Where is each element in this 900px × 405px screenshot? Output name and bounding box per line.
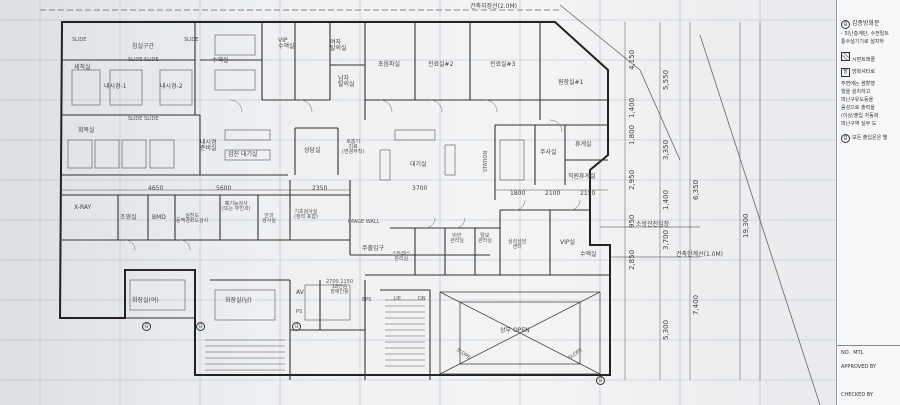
room-ps: PS bbox=[296, 309, 303, 315]
legend-note-3: 주변에는 샘할행 bbox=[841, 81, 875, 87]
room-breath-test: 호흡기 치료 (변경부착) bbox=[342, 139, 365, 155]
room-toilet-female: 화장실(여) bbox=[132, 297, 159, 304]
building-limit-label: 건축한계선(1.0M) bbox=[676, 251, 724, 258]
legend-checked: CHECKED BY bbox=[841, 392, 873, 398]
legend-note-7: (이상/출입 자동화 bbox=[841, 113, 879, 119]
dim-v-13: 7,400 bbox=[692, 294, 700, 315]
stair-dn: DN bbox=[418, 296, 426, 302]
building-line-label: 건축지정선(2.0M) bbox=[470, 3, 518, 10]
legend-no: NO. MTL bbox=[841, 350, 864, 356]
dim-h-6: 2100 bbox=[545, 190, 561, 197]
room-ecg: 심전도 동맥경화도검사 bbox=[176, 213, 209, 224]
dim-v-7: 6,350 bbox=[692, 179, 700, 200]
fire-entrance-label: 소방관진입창 bbox=[636, 221, 670, 228]
room-bmd: BMD bbox=[152, 214, 166, 221]
dim-h-2: 5600 bbox=[216, 185, 232, 192]
room-endo-2: 내시경-2 bbox=[160, 83, 183, 90]
room-lung: 폐기능검사 (또는 부인과) bbox=[222, 201, 251, 212]
elevator: 2700 1150 18인승 장애인용 bbox=[326, 279, 354, 295]
door-slide-pair-2: SLIDE SLIDE bbox=[128, 116, 159, 122]
room-infusion-top: 수액실 bbox=[212, 57, 229, 64]
legend-hatch: 시편트래클 bbox=[841, 52, 875, 63]
room-male-changing: 남자 탈의실 bbox=[338, 75, 355, 88]
dim-h-4: 3700 bbox=[412, 185, 428, 192]
fire-door-symbol-4: 갑 bbox=[596, 376, 607, 385]
room-av: AV bbox=[296, 289, 304, 296]
room-vip-infusion: VIP 수액실 bbox=[278, 37, 295, 50]
room-injection: 주사실 bbox=[540, 149, 557, 156]
dim-v-1: 4,150 bbox=[628, 49, 636, 70]
legend-approved: APPROVED BY bbox=[841, 364, 877, 370]
dim-v-2: 5,550 bbox=[662, 69, 670, 90]
dim-v-5: 3,350 bbox=[662, 139, 670, 160]
room-exam-wait: 검진 대기실 bbox=[228, 151, 258, 158]
fire-door-symbol-3: 갑 bbox=[292, 322, 303, 331]
room-obesity: 비만 관리실 bbox=[450, 233, 464, 244]
fire-door-symbol-1: 갑 bbox=[142, 322, 153, 331]
room-contrast: 조영실 bbox=[120, 214, 137, 221]
dim-v-9: 19,300 bbox=[742, 213, 750, 239]
room-xray: X-RAY bbox=[74, 204, 92, 211]
image-wall: IMAGE WALL bbox=[348, 219, 380, 225]
dim-v-6: 2,950 bbox=[628, 169, 636, 190]
dim-v-11: 3,700 bbox=[662, 229, 670, 250]
room-stress: 스트레스 관리실 bbox=[392, 251, 411, 262]
dim-v-14: 5,300 bbox=[662, 319, 670, 340]
dim-v-3: 1,400 bbox=[628, 97, 636, 118]
legend-note-1: - 피난층계단, 수전탈트 bbox=[841, 31, 889, 37]
room-director-1: 원장실#1 bbox=[558, 79, 584, 86]
dim-h-1: 4650 bbox=[148, 185, 164, 192]
room-waiting: 대기실 bbox=[410, 161, 427, 168]
legend-note-4: 행을 설치하고 bbox=[841, 89, 871, 95]
door-slide-1: SLIDE bbox=[72, 37, 87, 43]
room-consult: 상담실 bbox=[304, 147, 321, 154]
stair-up: UP bbox=[394, 296, 401, 302]
room-endo-wait: 내시경 준비실 bbox=[200, 139, 217, 152]
dim-h-5: 1800 bbox=[510, 190, 526, 197]
room-basic: 기초검사실 (청력 포함) bbox=[294, 209, 318, 220]
room-eps: EPS bbox=[362, 297, 372, 303]
dim-h-7: 2150 bbox=[580, 190, 596, 197]
room-endo-1: 내시경-1 bbox=[104, 83, 127, 90]
room-station: STATION bbox=[483, 150, 489, 172]
dim-v-12: 2,850 bbox=[628, 249, 636, 270]
dim-v-4: 1,800 bbox=[628, 124, 636, 145]
room-toilet-male: 화장실(남) bbox=[225, 297, 252, 304]
room-sleeping: 침실구간 bbox=[132, 43, 155, 50]
fire-door-symbol-2: 갑 bbox=[196, 322, 207, 331]
legend-note-5: 피난구유도등을 bbox=[841, 97, 874, 103]
dim-v-10: 950 bbox=[628, 214, 636, 228]
void-open: 상부 OPEN bbox=[500, 327, 530, 334]
legend-note-2: 통수설기기로 설치하 bbox=[841, 39, 884, 45]
legend-note-8: 피난구역 실무 도 bbox=[841, 121, 877, 127]
room-staff-lounge: 직원휴게실 bbox=[568, 173, 596, 180]
room-infusion-right: 수액실 bbox=[580, 251, 597, 258]
room-ultrasound: 초음파실 bbox=[378, 61, 401, 68]
dim-h-3: 2350 bbox=[312, 185, 328, 192]
door-slide-2: SLIDE bbox=[184, 37, 199, 43]
room-wash: 세척실 bbox=[74, 64, 91, 71]
room-eye: 안과 검사실 bbox=[262, 213, 276, 224]
room-female-changing: 여자 탈의실 bbox=[330, 39, 347, 52]
room-vip: VIP실 bbox=[560, 239, 576, 246]
room-exam-2: 진료실#2 bbox=[428, 61, 454, 68]
legend-note-6: 음성으로 출력을 bbox=[841, 105, 875, 111]
dim-v-8: 1,400 bbox=[662, 189, 670, 210]
main-entrance: 주출입구 bbox=[362, 245, 385, 252]
room-hair: 탈모 관리실 bbox=[478, 233, 492, 244]
room-lounge: 휴게실 bbox=[575, 141, 592, 148]
door-slide-pair: SLIDE SLIDE bbox=[128, 57, 159, 63]
room-recovery: 회복실 bbox=[78, 127, 95, 134]
room-psych: 심리상담 센터 bbox=[508, 239, 527, 250]
room-exam-3: 진료실#3 bbox=[490, 61, 516, 68]
